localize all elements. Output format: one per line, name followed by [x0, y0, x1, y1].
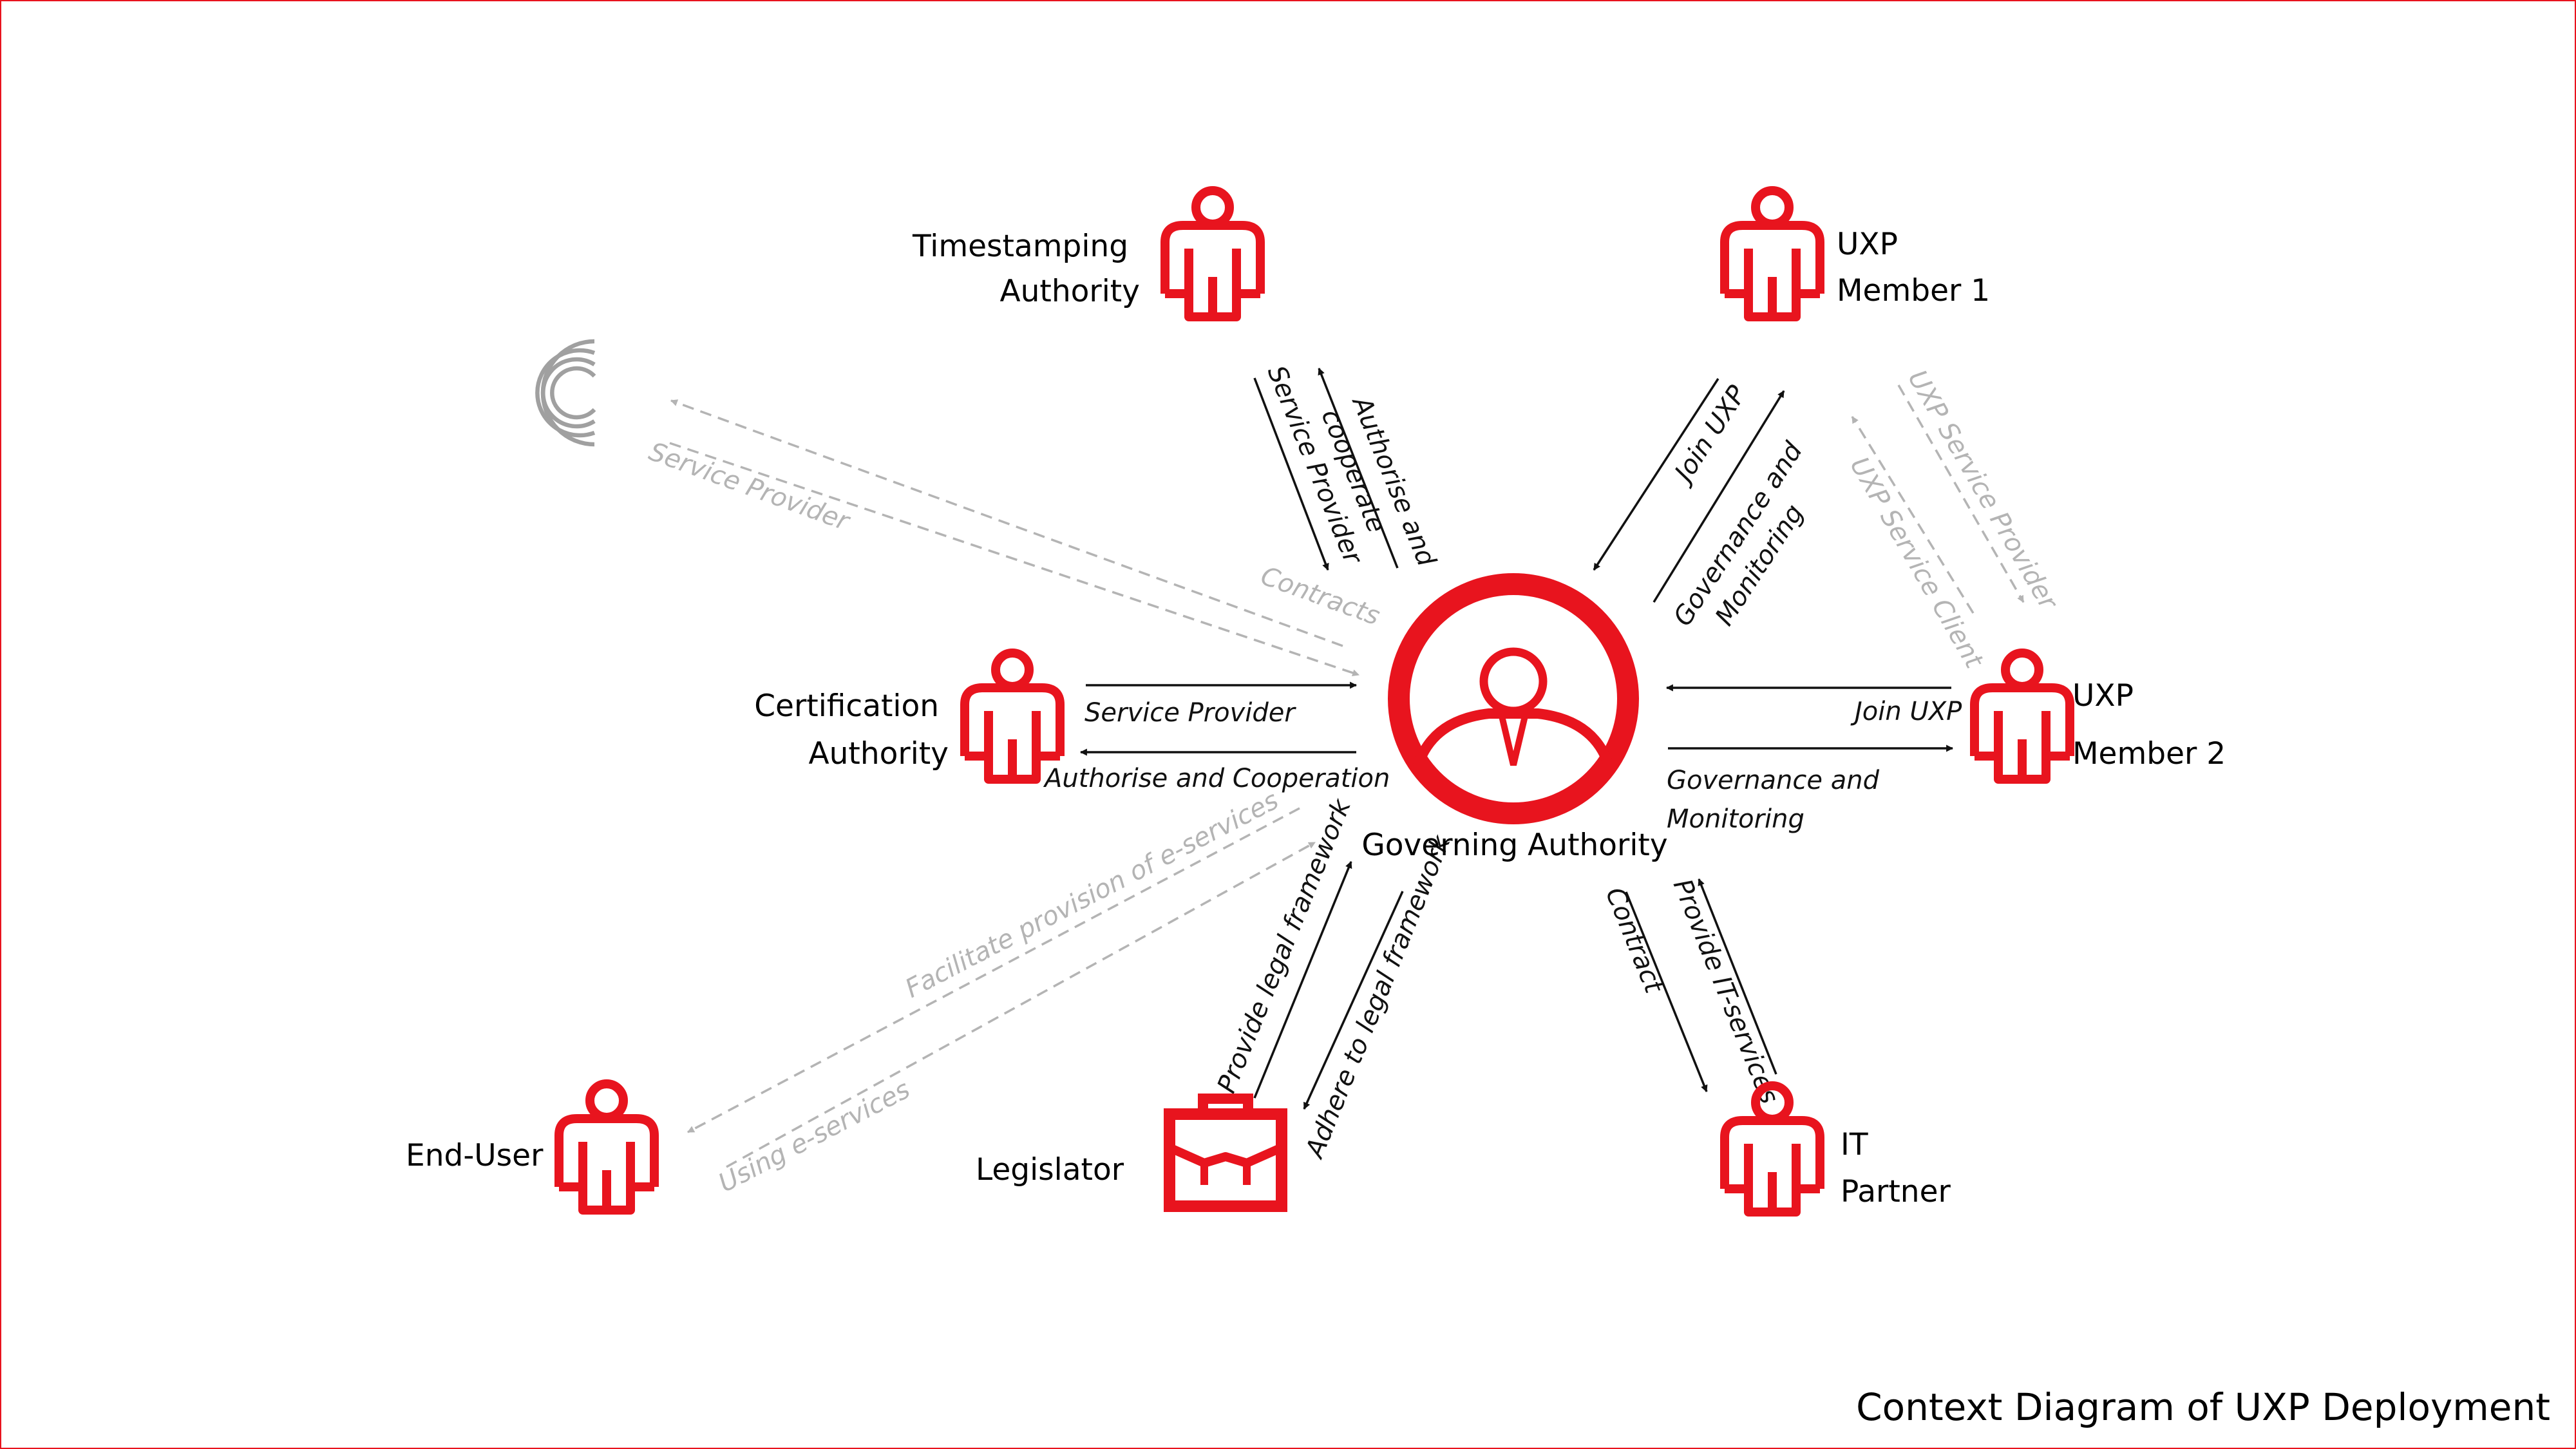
label-ca-authorise: Authorise and Cooperation [1043, 764, 1390, 793]
governing-authority-label: Governing Authority [1361, 828, 1667, 863]
label-c-contracts: Contracts [1257, 561, 1384, 631]
certification-authority-label: Certification Authority [754, 688, 949, 772]
timestamping-authority-person-icon [1165, 191, 1260, 317]
diagram-caption: Context Diagram of UXP Deployment [1856, 1385, 2550, 1429]
arrow-ts-authorise [1318, 367, 1399, 569]
end-user-person-icon [559, 1084, 654, 1210]
concentric-c-logo [535, 339, 596, 447]
uxp-member-1-person-icon [1725, 191, 1820, 317]
timestamping-authority-label: Timestamping Authority [912, 229, 1140, 309]
arrow-it-contract [1625, 891, 1708, 1093]
label-eu-facilitate: Facilitate provision of e-services [900, 786, 1283, 1004]
label-m2-join: Join UXP [1850, 697, 1962, 726]
it-partner-label: IT Partner [1841, 1127, 1951, 1209]
arrow-m1-governance [1653, 390, 1785, 603]
arrow-leg-provide [1253, 860, 1352, 1099]
label-m1-join: Join UXP [1667, 380, 1752, 490]
uxp-member-2-label: UXP Member 2 [2072, 678, 2226, 772]
label-leg-provide: Provide legal framework [1212, 794, 1358, 1097]
uxp-member-2-person-icon [1975, 653, 2070, 779]
briefcase-icon [1164, 1094, 1287, 1212]
arrow-leg-adhere [1303, 891, 1404, 1110]
label-ca-service-provider: Service Provider [1084, 698, 1296, 728]
uxp-member-1-label: UXP Member 1 [1837, 227, 1990, 308]
arrow-c-contracts [669, 442, 1360, 677]
arrow-m1-uxp-service-provider [1897, 384, 2025, 603]
it-partner-person-icon [1725, 1086, 1820, 1212]
arrow-eu-facilitate [687, 807, 1300, 1133]
arrow-ts-service-provider [1253, 377, 1329, 571]
legislator-label: Legislator [976, 1152, 1124, 1188]
end-user-label: End-User [406, 1138, 544, 1173]
governing-authority-icon [1388, 573, 1639, 824]
arrow-it-provide [1698, 878, 1777, 1075]
label-it-provide: Provide IT-services [1667, 875, 1785, 1108]
label-m2-governance: Governance and Monitoring [1667, 766, 1888, 834]
label-it-contract: Contract [1600, 884, 1669, 998]
certification-authority-person-icon [965, 653, 1060, 779]
arrow-m1-uxp-service-client [1851, 416, 1975, 614]
arrow-c-service-provider [670, 399, 1343, 647]
label-c-service-provider: Service Provider [645, 437, 855, 537]
arrow-m1-join [1593, 378, 1719, 571]
label-eu-using: Using e-services [714, 1075, 914, 1198]
